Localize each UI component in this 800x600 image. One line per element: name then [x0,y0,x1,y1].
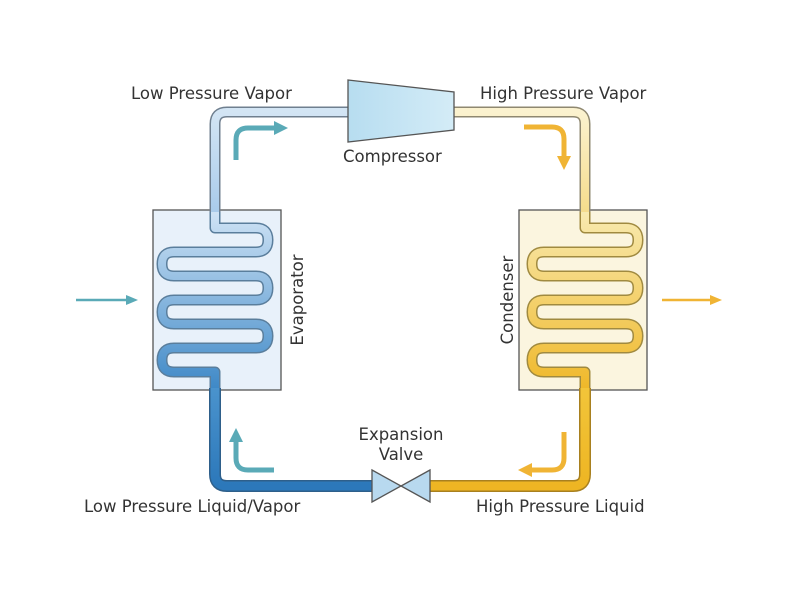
label-expansion-valve-line2: Valve [379,445,424,464]
flow-arrow-bottom-left [229,428,274,473]
label-evaporator: Evaporator [288,254,307,345]
compressor-shape [347,79,455,143]
label-low-pressure-vapor: Low Pressure Vapor [131,84,292,103]
evaporator-coil [156,212,274,388]
heat-in-arrow [76,295,138,305]
condenser-coil [526,212,644,388]
label-high-pressure-liquid: High Pressure Liquid [476,497,645,516]
label-compressor: Compressor [343,147,442,166]
label-low-pressure-liquid-vapor: Low Pressure Liquid/Vapor [84,497,300,516]
label-condenser: Condenser [498,255,517,344]
heat-out-arrow [662,295,722,305]
flow-arrow-top-left [233,121,288,160]
flow-arrow-top-right [524,124,571,170]
flow-arrow-bottom-right [518,432,567,477]
label-expansion-valve-line1: Expansion [359,425,444,444]
expansion-valve-shape [371,468,431,504]
label-high-pressure-vapor: High Pressure Vapor [480,84,647,103]
